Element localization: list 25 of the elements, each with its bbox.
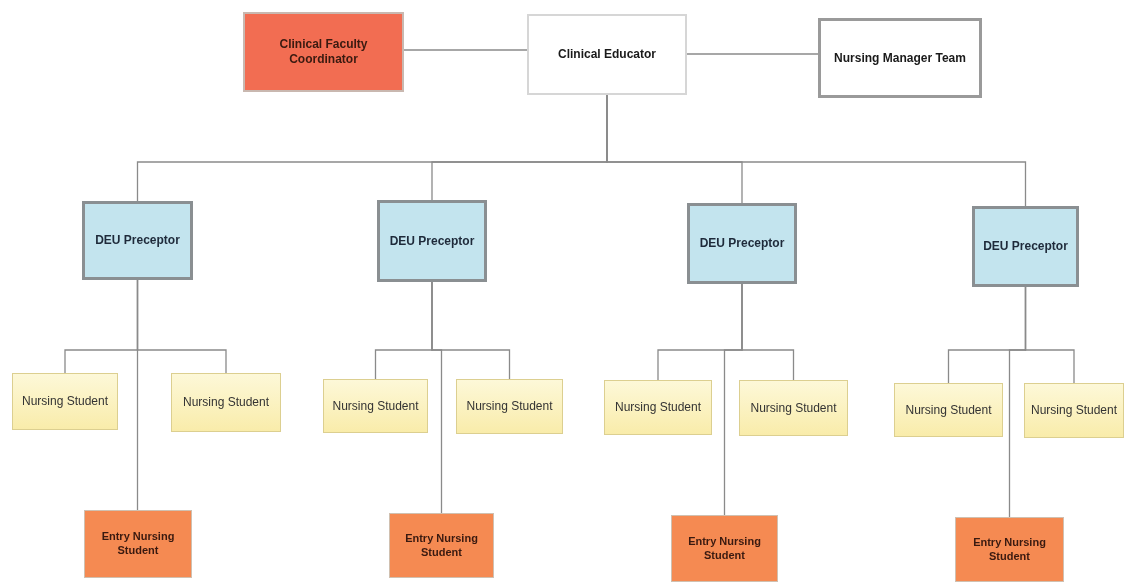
student-box: Nursing Student <box>604 380 712 435</box>
student-box: Nursing Student <box>1024 383 1124 438</box>
entry-box: Entry Nursing Student <box>389 513 494 578</box>
connector-line <box>686 53 819 55</box>
connector-line <box>136 279 139 511</box>
connector-line <box>403 49 528 51</box>
entry-box: Entry Nursing Student <box>84 510 192 578</box>
preceptor-box: DEU Preceptor <box>377 200 487 282</box>
student-box: Nursing Student <box>171 373 281 432</box>
connector-line <box>1008 286 1027 518</box>
student-box: Nursing Student <box>12 373 118 430</box>
student-box: Nursing Student <box>894 383 1003 437</box>
student-box: Nursing Student <box>323 379 428 433</box>
entry-box: Entry Nursing Student <box>671 515 778 582</box>
connector-line <box>431 281 443 514</box>
preceptor-box: DEU Preceptor <box>82 201 193 280</box>
student-box: Nursing Student <box>739 380 848 436</box>
entry-box: Entry Nursing Student <box>955 517 1064 582</box>
coordinator-box: Clinical Faculty Coordinator <box>243 12 404 92</box>
connector-line <box>723 283 743 516</box>
preceptor-box: DEU Preceptor <box>972 206 1079 287</box>
preceptor-box: DEU Preceptor <box>687 203 797 284</box>
educator-box: Clinical Educator <box>527 14 687 95</box>
manager-box: Nursing Manager Team <box>818 18 982 98</box>
student-box: Nursing Student <box>456 379 563 434</box>
